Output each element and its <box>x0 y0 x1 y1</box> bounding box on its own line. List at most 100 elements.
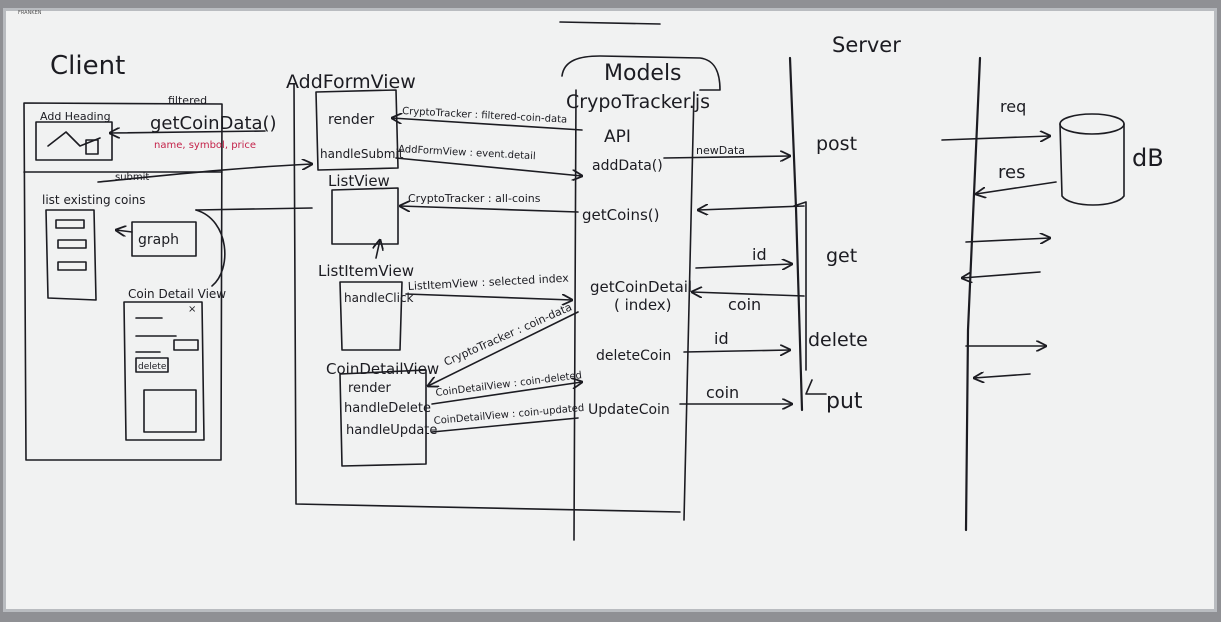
all-coins-label: CryptoTracker : all-coins <box>408 192 541 205</box>
delete-button-sketch <box>135 357 169 373</box>
render-label: render <box>328 112 374 128</box>
event-detail-arrow <box>395 157 582 176</box>
loop-arrow <box>195 209 226 287</box>
list-item-view-box <box>339 281 403 351</box>
list-sketch <box>45 209 97 301</box>
get-coins-label: getCoins() <box>582 206 659 224</box>
new-data-arrow <box>663 156 790 158</box>
models-section: Models CrypoTracker.js API addData() get… <box>559 21 721 541</box>
put-label: put <box>826 389 863 414</box>
delete-res-arrow <box>974 374 1031 378</box>
models-frame <box>561 55 721 541</box>
form-sketch-line <box>47 131 101 147</box>
delete-coin-label: deleteCoin <box>596 348 671 364</box>
coins-response-arrow <box>698 206 805 210</box>
add-form-view-title: AddFormView <box>286 71 416 93</box>
res-label: res <box>998 162 1025 183</box>
handle-delete-label: handleDelete <box>344 401 431 416</box>
new-data-label: newData <box>696 144 745 157</box>
res-arrow <box>976 181 1057 194</box>
coin-detail-view-box <box>339 369 427 467</box>
fields-label: name, symbol, price <box>154 140 256 151</box>
submit-arrow <box>97 164 312 183</box>
graph-box <box>131 221 197 257</box>
index-label: ( index) <box>614 296 672 314</box>
get-label: get <box>826 245 857 267</box>
selected-index-label: ListItemView : selected index <box>407 272 569 293</box>
delete-sketch-label: delete <box>138 362 167 372</box>
id-get-label: id <box>752 245 767 264</box>
req-arrow <box>941 136 1050 140</box>
list-existing-label: list existing coins <box>42 193 146 207</box>
requests-section: newData id coin id coin <box>663 144 805 404</box>
db-label: dB <box>1132 144 1164 172</box>
detail-image-sketch <box>143 389 197 433</box>
client-frame <box>23 102 223 461</box>
list-view-box <box>331 187 399 245</box>
submit-label: submit <box>115 172 149 183</box>
id-delete-label: id <box>714 329 729 348</box>
delete-label: delete <box>808 329 868 351</box>
server-section: Server post get delete put req res dB <box>788 33 1164 532</box>
detail-render-label: render <box>348 381 392 396</box>
views-section: AddFormView render handleSubmit ListView… <box>286 71 681 513</box>
form-sketch <box>35 121 113 161</box>
coin-get-arrow <box>692 292 805 296</box>
selected-index-arrow <box>405 293 572 300</box>
coin-put-label: coin <box>706 383 739 402</box>
all-coins-arrow <box>400 206 579 213</box>
graph-label: graph <box>138 232 179 248</box>
database-icon <box>1059 113 1125 206</box>
server-inner-line <box>793 201 807 371</box>
server-right-line <box>964 56 982 532</box>
coin-updated-label: CoinDetailView : coin-updated <box>433 403 584 427</box>
handle-click-label: handleClick <box>344 291 414 305</box>
update-coin-label: UpdateCoin <box>588 402 670 418</box>
filtered-label: filtered <box>168 94 207 107</box>
filtered-coin-data-label: CryptoTracker : filtered-coin-data <box>402 106 568 126</box>
add-heading-label: Add Heading <box>40 110 111 123</box>
coin-data-arrow <box>428 311 579 386</box>
list-link-line <box>195 207 313 211</box>
events-section: CryptoTracker : filtered-coin-data AddFo… <box>392 106 585 433</box>
client-coin-detail-label: Coin Detail View <box>128 287 226 301</box>
filtered-arrow <box>110 131 266 133</box>
get-res-arrow <box>962 271 1041 278</box>
coin-detail-sketch <box>123 301 205 441</box>
id-get-arrow <box>695 264 792 268</box>
server-left-line <box>788 56 804 412</box>
models-file-label: CrypoTracker.js <box>566 91 710 113</box>
list-view-title: ListView <box>328 172 390 190</box>
put-bracket <box>805 379 827 395</box>
list-sketch-items <box>55 219 87 271</box>
coin-updated-arrow <box>431 417 579 433</box>
filtered-coin-data-arrow <box>392 118 583 131</box>
client-title: Client <box>50 51 125 81</box>
coin-detail-lines <box>135 317 177 353</box>
api-label: API <box>604 127 631 147</box>
server-title: Server <box>832 33 901 57</box>
get-coin-detail-label: getCoinDetail <box>590 278 692 296</box>
list-item-view-title: ListItemView <box>318 262 414 280</box>
client-section: Client Add Heading filtered getCoinData(… <box>23 51 313 461</box>
coin-get-label: coin <box>728 295 761 314</box>
req-label: req <box>1000 97 1026 116</box>
coin-data-label: CryptoTracker : coin-data <box>442 300 574 368</box>
models-title: Models <box>604 61 682 86</box>
get-coin-data-label: getCoinData() <box>150 113 277 134</box>
graph-arrow <box>116 230 133 232</box>
form-sketch-box <box>85 139 99 155</box>
views-frame-left <box>293 83 681 513</box>
coin-deleted-arrow <box>431 382 582 405</box>
add-data-label: addData() <box>592 158 663 174</box>
close-x-icon: × <box>188 304 196 315</box>
get-req-arrow <box>965 238 1050 242</box>
coin-detail-view-title: CoinDetailView <box>326 360 439 378</box>
list-item-up-arrow <box>376 240 380 259</box>
add-form-view-box <box>315 89 399 171</box>
post-label: post <box>816 133 857 155</box>
handle-update-label: handleUpdate <box>346 423 437 438</box>
models-top-stroke <box>559 21 661 25</box>
detail-button-sketch <box>173 339 199 351</box>
